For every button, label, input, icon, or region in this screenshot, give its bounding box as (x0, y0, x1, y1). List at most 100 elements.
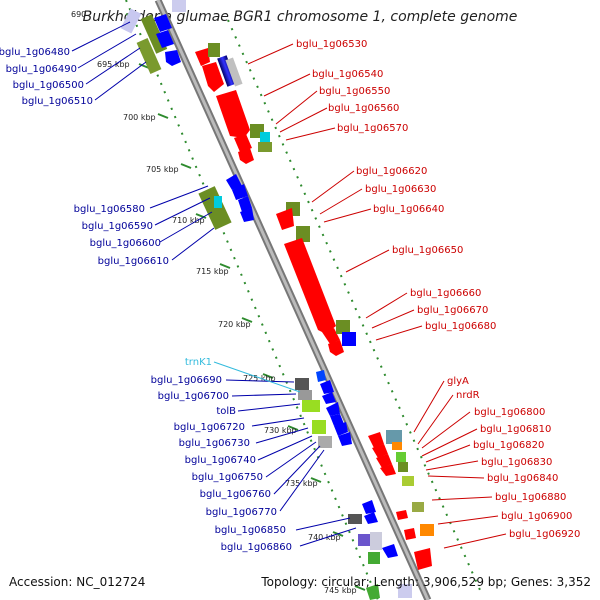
gene-features (120, 0, 434, 600)
gene-label: bglu_1g06750 (192, 472, 263, 483)
gene-label: bglu_1g06730 (179, 438, 250, 449)
gene-label: bglu_1g06630 (365, 184, 436, 195)
gene-feature (412, 502, 424, 512)
tick-label: 705 kbp (146, 165, 179, 174)
gene-feature (370, 532, 382, 550)
tick-label: 720 kbp (218, 320, 251, 329)
gene-label: bglu_1g06900 (501, 511, 572, 522)
gene-feature (336, 320, 350, 334)
tick-label: 725 kbp (243, 374, 276, 383)
leader-lines-right (247, 43, 507, 549)
gene-feature (334, 422, 348, 436)
gene-label: bglu_1g06690 (151, 375, 222, 386)
gene-feature (260, 132, 270, 142)
map-title: Burkholderia glumae BGR1 chromosome 1, c… (82, 9, 518, 25)
gene-feature (232, 184, 248, 200)
gene-feature (376, 454, 392, 468)
gene-label: bglu_1g06670 (417, 305, 488, 316)
gene-label: bglu_1g06560 (328, 103, 399, 114)
gene-label: bglu_1g06840 (487, 473, 558, 484)
gene-feature (328, 340, 344, 356)
gene-label: bglu_1g06640 (373, 204, 444, 215)
gene-feature (320, 380, 334, 394)
gene-label: bglu_1g06680 (425, 321, 496, 332)
gene-feature (154, 14, 172, 32)
gene-feature (172, 0, 186, 12)
gene-feature (362, 500, 376, 514)
gene-label: bglu_1g06760 (200, 489, 271, 500)
gene-label: bglu_1g06600 (90, 238, 161, 249)
leader-line-trna (213, 361, 301, 393)
gene-label: bglu_1g06880 (495, 492, 566, 503)
gene-label: bglu_1g06740 (185, 455, 256, 466)
gene-feature (316, 370, 326, 382)
gene-feature (202, 62, 224, 92)
gene-label: bglu_1g06850 (215, 525, 286, 536)
gene-feature (380, 464, 396, 476)
gene-label: bglu_1g06620 (356, 166, 427, 177)
gene-feature (322, 392, 336, 404)
gene-feature (368, 432, 384, 448)
backbone-highlight (156, 0, 430, 600)
gene-feature (330, 414, 344, 426)
gene-feature (366, 584, 380, 600)
gene-label: tolB (216, 406, 236, 417)
gene-feature (225, 57, 243, 87)
gene-label: bglu_1g06720 (174, 422, 245, 433)
tick-label: 745 kbp (324, 586, 357, 595)
gene-feature (348, 514, 362, 524)
gene-feature (382, 544, 398, 558)
gene-label: bglu_1g06830 (481, 457, 552, 468)
gene-label: bglu_1g06700 (158, 391, 229, 402)
accession-label: Accession: NC_012724 (9, 575, 146, 589)
gene-feature (396, 452, 406, 462)
gene-label: bglu_1g06550 (319, 86, 390, 97)
gene-feature (398, 462, 408, 472)
gene-feature (276, 208, 294, 230)
gene-label: bglu_1g06820 (473, 440, 544, 451)
gene-feature (342, 332, 356, 346)
gene-label: bglu_1g06770 (206, 507, 277, 518)
gene-feature (120, 8, 142, 34)
tick-label: 700 kbp (123, 113, 156, 122)
tick-label: 715 kbp (196, 267, 229, 276)
kbp-scale (125, 13, 366, 591)
gene-feature (217, 55, 237, 87)
gene-feature (298, 390, 312, 400)
genome-stats: Topology: circular; Length: 3,906,529 bp… (261, 575, 591, 589)
gene-feature (296, 226, 310, 242)
gene-feature (358, 534, 372, 546)
gene-feature (226, 174, 242, 190)
gene-feature (364, 512, 378, 524)
gene-feature (312, 420, 326, 434)
gene-label: bglu_1g06500 (13, 80, 84, 91)
gene-label: bglu_1g06590 (82, 221, 153, 232)
gene-feature (258, 142, 272, 152)
gene-label: bglu_1g06860 (221, 542, 292, 553)
gene-label: bglu_1g06540 (312, 69, 383, 80)
tick-label: 695 kbp (97, 60, 130, 69)
gene-feature (234, 134, 252, 152)
gene-feature (322, 328, 340, 344)
gene-label: bglu_1g06510 (22, 96, 93, 107)
gene-label: bglu_1g06610 (98, 256, 169, 267)
gene-feature (368, 552, 380, 564)
gene-feature (238, 148, 254, 164)
gene-feature (284, 238, 336, 334)
tick-label: 740 kbp (308, 533, 341, 542)
gene-feature (338, 432, 352, 446)
tick-label: 730 kbp (264, 426, 297, 435)
gene-feature (386, 430, 402, 444)
gene-feature (214, 196, 222, 208)
gene-label: bglu_1g06580 (74, 204, 145, 215)
gene-label: glyA (447, 376, 469, 387)
gene-feature (402, 476, 414, 486)
gene-feature (420, 524, 434, 536)
gene-label: bglu_1g06530 (296, 39, 367, 50)
gene-feature (404, 528, 416, 540)
tick-label: 735 kbp (285, 479, 318, 488)
gene-feature (195, 48, 210, 66)
gene-feature (295, 378, 309, 390)
tick-label: 690 (71, 10, 86, 19)
